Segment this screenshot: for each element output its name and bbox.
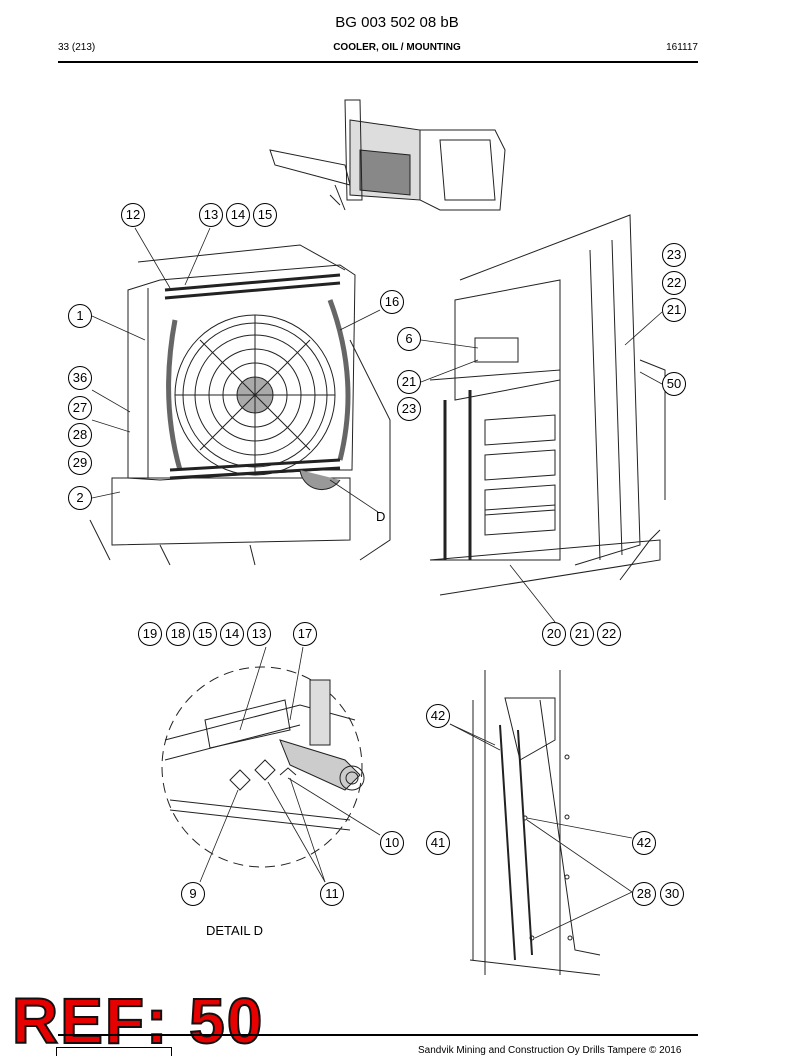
detail-d-drawing — [161, 666, 365, 868]
callout-22-c: 22 — [597, 622, 621, 646]
detail-caption: DETAIL D — [206, 923, 264, 938]
document-date: 161117 — [666, 42, 698, 53]
page-number: 33 (213) — [58, 42, 96, 53]
callout-1: 1 — [68, 304, 92, 328]
mounting-frame-drawing — [429, 214, 666, 596]
overview-drawing — [269, 99, 506, 211]
ref-watermark: REF: 50 — [11, 984, 265, 1058]
callout-42-a: 42 — [426, 704, 450, 728]
sandvik-logo — [56, 1047, 172, 1056]
callout-21-c: 21 — [570, 622, 594, 646]
callout-27: 27 — [68, 396, 92, 420]
callout-22-b: 22 — [662, 271, 686, 295]
callout-17: 17 — [293, 622, 317, 646]
callout-14-b: 14 — [220, 622, 244, 646]
header-rule — [58, 61, 698, 63]
page-title: COOLER, OIL / MOUNTING — [333, 42, 461, 53]
document-code: BG 003 502 08 bB — [335, 14, 459, 31]
callout-2: 2 — [68, 486, 92, 510]
callout-23-b: 23 — [662, 243, 686, 267]
callout-36: 36 — [68, 366, 92, 390]
callout-30: 30 — [660, 882, 684, 906]
callout-13: 13 — [199, 203, 223, 227]
side-panel-drawing — [469, 670, 601, 976]
callout-42-b: 42 — [632, 831, 656, 855]
leader-lines — [91, 227, 663, 939]
callout-50: 50 — [662, 372, 686, 396]
callout-9: 9 — [181, 882, 205, 906]
callout-15: 15 — [253, 203, 277, 227]
callout-6: 6 — [397, 327, 421, 351]
callout-21-b: 21 — [662, 298, 686, 322]
callout-10: 10 — [380, 831, 404, 855]
callout-28-b: 28 — [632, 882, 656, 906]
callout-21-a: 21 — [397, 370, 421, 394]
callout-20: 20 — [542, 622, 566, 646]
callout-18: 18 — [166, 622, 190, 646]
footer-rule — [58, 1034, 698, 1036]
callout-28: 28 — [68, 423, 92, 447]
callout-14: 14 — [226, 203, 250, 227]
footer-copyright: Sandvik Mining and Construction Oy Drill… — [418, 1045, 682, 1056]
cooler-assembly-drawing — [89, 244, 391, 566]
callout-41: 41 — [426, 831, 450, 855]
callout-11: 11 — [320, 882, 344, 906]
callout-13-b: 13 — [247, 622, 271, 646]
detail-marker: D — [376, 509, 386, 524]
callout-16: 16 — [380, 290, 404, 314]
callout-15-b: 15 — [193, 622, 217, 646]
callout-29: 29 — [68, 451, 92, 475]
callout-23-a: 23 — [397, 397, 421, 421]
callout-19: 19 — [138, 622, 162, 646]
callout-12: 12 — [121, 203, 145, 227]
